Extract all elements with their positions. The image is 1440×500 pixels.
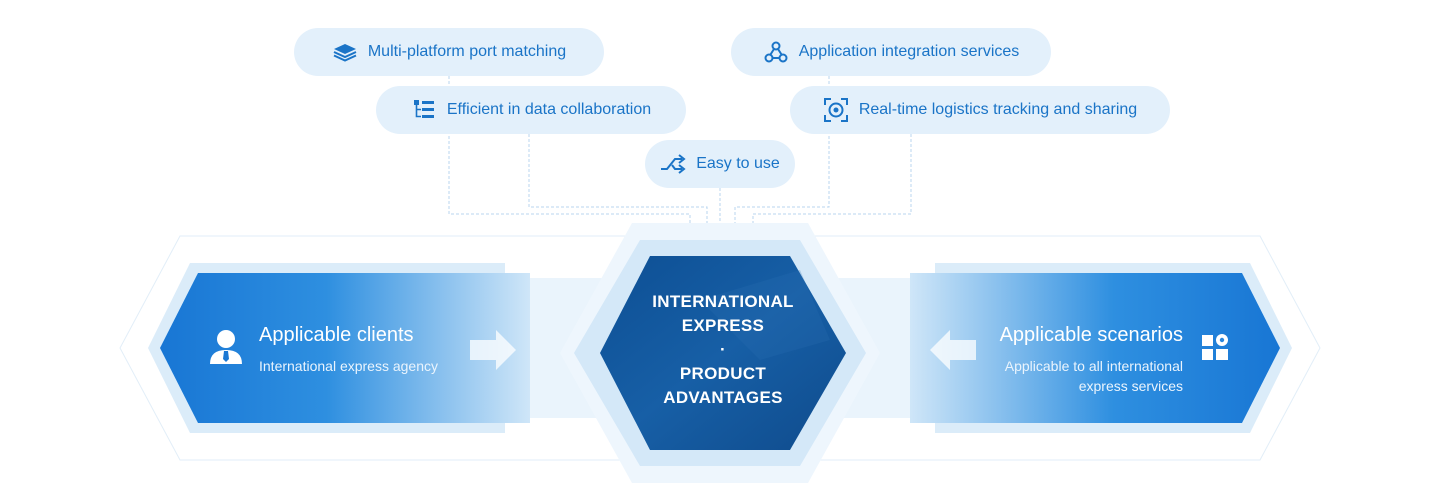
feature-label: Multi-platform port matching — [367, 43, 567, 60]
feature-easy-to-use: Easy to use — [645, 140, 795, 188]
center-hexagon — [600, 256, 846, 450]
list-tree-icon — [411, 99, 437, 121]
center-light-shape — [700, 270, 830, 360]
layers-icon — [332, 41, 358, 63]
grid-apps-icon — [1202, 334, 1228, 360]
feature-multi-platform: Multi-platform port matching — [294, 28, 604, 76]
center-dot: · — [720, 340, 726, 359]
feature-data-collab: Efficient in data collaboration — [376, 86, 686, 134]
center-line: EXPRESS — [681, 316, 765, 335]
right-subtitle-line1: Applicable to all international — [1004, 358, 1183, 374]
center-line: PRODUCT — [679, 364, 767, 383]
outer-outline — [119, 235, 1321, 461]
right-subtitle-line2: express services — [1078, 378, 1183, 394]
left-subtitle: International express agency — [259, 358, 438, 374]
right-arrow — [470, 330, 516, 370]
feature-label: Easy to use — [696, 155, 780, 172]
feature-app-integration: Application integration services — [731, 28, 1051, 76]
left-panel — [160, 273, 530, 423]
center-line: INTERNATIONAL — [652, 292, 794, 311]
target-scan-icon — [823, 98, 849, 122]
right-panel — [910, 273, 1280, 423]
right-title: Applicable scenarios — [999, 324, 1183, 346]
webhook-icon — [763, 41, 789, 63]
connector-lines — [448, 76, 912, 225]
center-title: INTERNATIONAL EXPRESS · PRODUCT ADVANTAG… — [624, 290, 822, 410]
left-title: Applicable clients — [259, 324, 414, 346]
shuffle-icon — [660, 153, 686, 175]
feature-tracking: Real-time logistics tracking and sharing — [790, 86, 1170, 134]
feature-label: Real-time logistics tracking and sharing — [858, 101, 1138, 118]
left-arrow — [930, 330, 976, 370]
feature-label: Application integration services — [798, 43, 1020, 60]
feature-label: Efficient in data collaboration — [446, 101, 652, 118]
center-line: ADVANTAGES — [663, 388, 783, 407]
user-icon — [210, 330, 242, 364]
